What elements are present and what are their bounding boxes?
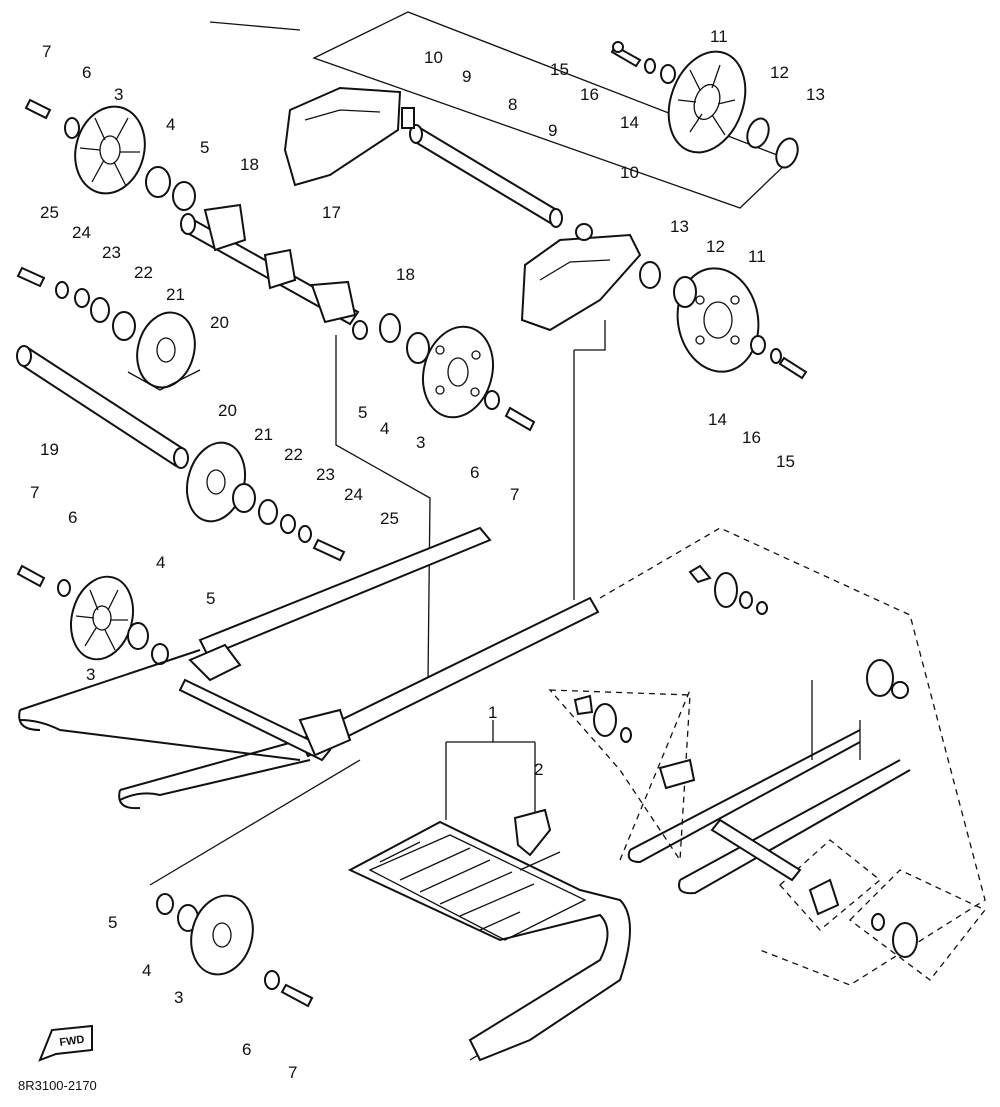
callout-7: 7 [288,1063,297,1082]
callout-5: 5 [108,913,117,932]
callout-7: 7 [30,483,39,502]
callout-23: 23 [102,243,121,262]
callout-19: 19 [40,440,59,459]
front-axle-assembly [180,203,368,340]
callout-5: 5 [206,589,215,608]
callout-6: 6 [470,463,479,482]
callout-11: 11 [710,27,728,46]
callout-22: 22 [134,263,153,282]
callout-3: 3 [416,433,425,452]
small-parts-top-right [610,41,799,169]
callout-24: 24 [72,223,91,242]
callouts: 7 6 3 4 5 18 17 25 24 23 22 21 20 19 20 … [30,27,825,1082]
lower-wheel-group [186,441,346,562]
callout-17: 17 [322,203,341,222]
callout-12: 12 [706,237,725,256]
callout-16: 16 [742,428,761,447]
callout-3: 3 [86,665,95,684]
callout-15: 15 [776,452,795,471]
callout-5: 5 [358,403,367,422]
right-subassembly [573,564,918,958]
callout-14: 14 [620,113,639,132]
callout-24: 24 [344,485,363,504]
callout-4: 4 [156,553,165,572]
callout-4: 4 [166,115,175,134]
callout-9: 9 [548,121,557,140]
slide-rail-frame [18,526,600,810]
callout-13: 13 [670,217,689,236]
callout-6: 6 [68,508,77,527]
callout-15: 15 [550,60,569,79]
callout-18: 18 [240,155,259,174]
callout-3: 3 [114,85,123,104]
left-rear-bracket [283,86,415,187]
callout-21: 21 [254,425,273,444]
callout-21: 21 [166,285,185,304]
callout-8: 8 [508,95,517,114]
drive-track [347,808,631,1062]
callout-7: 7 [42,42,51,61]
callout-14: 14 [708,410,727,429]
forward-arrow [38,1024,93,1062]
left-lower-wheel-group [16,564,169,665]
callout-10: 10 [424,48,443,67]
callout-22: 22 [284,445,303,464]
track-bracket-lines [445,720,536,820]
callout-6: 6 [242,1040,251,1059]
center-wheel-group [379,313,536,432]
long-shaft [16,345,189,469]
callout-23: 23 [316,465,335,484]
callout-10: 10 [620,163,639,182]
fwd-label: FWD [59,1034,86,1049]
callout-11: 11 [748,247,766,266]
callout-20: 20 [210,313,229,332]
callout-2: 2 [534,760,543,779]
track-clip-part [513,808,552,857]
callout-16: 16 [580,85,599,104]
diagram-code: 8R3100-2170 [18,1078,97,1093]
callout-9: 9 [462,67,471,86]
left-middle-wheel-group [16,266,201,391]
callout-13: 13 [806,85,825,104]
bottom-wheel-group [156,893,314,1008]
callout-7: 7 [510,485,519,504]
callout-5: 5 [200,138,209,157]
idler-wheel-11-right [639,261,808,380]
callout-6: 6 [82,63,91,82]
callout-25: 25 [40,203,59,222]
left-upper-wheel-group [24,98,196,211]
callout-4: 4 [142,961,151,980]
callout-25: 25 [380,509,399,528]
spacer-part [401,107,415,129]
callout-4: 4 [380,419,389,438]
callout-3: 3 [174,988,183,1007]
callout-1: 1 [488,703,497,722]
leader-lines [149,320,861,1061]
subassembly-outline-right [548,527,987,986]
right-rear-bracket [520,223,642,332]
callout-12: 12 [770,63,789,82]
callout-18: 18 [396,265,415,284]
callout-20: 20 [218,401,237,420]
rear-axle-shaft [409,124,563,228]
idler-wheel-11-top [667,50,747,154]
